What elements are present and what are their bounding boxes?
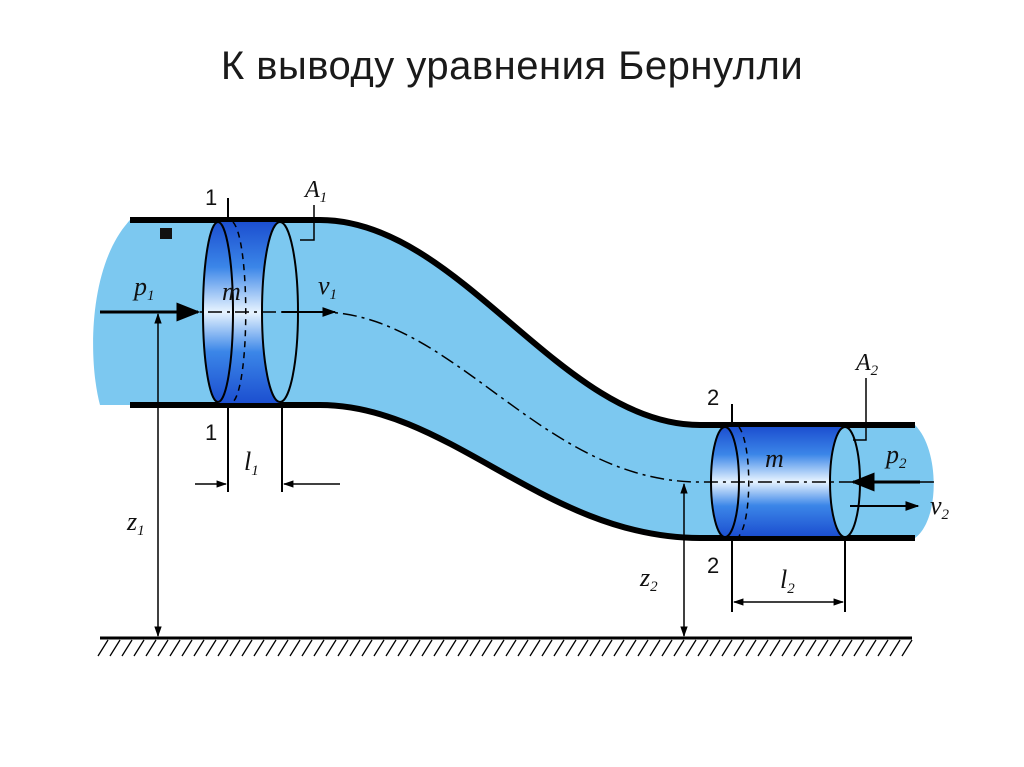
mass1-label: m	[222, 277, 241, 306]
hatch-stroke	[229, 639, 241, 657]
area2-label: A2	[854, 350, 879, 379]
hatch-stroke	[793, 639, 805, 657]
hatch-stroke	[829, 639, 841, 657]
ground-hatching	[97, 639, 913, 657]
hatch-stroke	[697, 639, 709, 657]
hatch-stroke	[769, 639, 781, 657]
hatch-stroke	[157, 639, 169, 657]
hatch-stroke	[397, 639, 409, 657]
slide-title: К выводу уравнения Бернулли	[220, 44, 804, 88]
hatch-stroke	[733, 639, 745, 657]
hatch-stroke	[721, 639, 733, 657]
hatch-stroke	[541, 639, 553, 657]
hatch-stroke	[289, 639, 301, 657]
pipe-top-wall	[130, 217, 915, 428]
pressure2-label: p2	[884, 440, 907, 472]
length2-label: l2	[780, 565, 795, 597]
hatch-stroke	[553, 639, 565, 657]
hatch-stroke	[349, 639, 361, 657]
hatch-stroke	[685, 639, 697, 657]
hatch-stroke	[469, 639, 481, 657]
hatch-stroke	[805, 639, 817, 657]
hatch-stroke	[877, 639, 889, 657]
length1-label: l1	[244, 447, 259, 479]
hatch-stroke	[265, 639, 277, 657]
hatch-stroke	[637, 639, 649, 657]
height2-label: z2	[639, 563, 658, 595]
hatch-stroke	[673, 639, 685, 657]
hatch-stroke	[625, 639, 637, 657]
hatch-stroke	[421, 639, 433, 657]
hatch-stroke	[385, 639, 397, 657]
hatch-stroke	[133, 639, 145, 657]
area1-leader	[300, 205, 315, 241]
hatch-stroke	[517, 639, 529, 657]
hatch-stroke	[529, 639, 541, 657]
hatch-stroke	[97, 639, 109, 657]
hatch-stroke	[373, 639, 385, 657]
hatch-stroke	[613, 639, 625, 657]
section2-top-label: 2	[707, 385, 719, 410]
hatch-stroke	[433, 639, 445, 657]
hatch-stroke	[661, 639, 673, 657]
hatch-stroke	[301, 639, 313, 657]
height1-label: z1	[126, 507, 145, 539]
hatch-stroke	[745, 639, 757, 657]
hatch-stroke	[325, 639, 337, 657]
hatch-stroke	[169, 639, 181, 657]
hatch-stroke	[481, 639, 493, 657]
hatch-stroke	[109, 639, 121, 657]
area2-leader	[853, 378, 867, 441]
pipe-centerline	[100, 311, 935, 483]
hatch-stroke	[601, 639, 613, 657]
section1-bottom-label: 1	[205, 420, 217, 445]
area1-label: A1	[303, 177, 327, 206]
hatch-stroke	[217, 639, 229, 657]
hatch-stroke	[457, 639, 469, 657]
hatch-stroke	[241, 639, 253, 657]
hatch-stroke	[577, 639, 589, 657]
hatch-stroke	[445, 639, 457, 657]
hatch-stroke	[757, 639, 769, 657]
hatch-stroke	[337, 639, 349, 657]
pipe-bottom-wall	[130, 402, 915, 541]
hatch-stroke	[409, 639, 421, 657]
hatch-stroke	[817, 639, 829, 657]
hatch-stroke	[277, 639, 289, 657]
hatch-stroke	[205, 639, 217, 657]
hatch-stroke	[781, 639, 793, 657]
section1-top-label: 1	[205, 185, 217, 210]
marker-square	[160, 228, 172, 239]
velocity2-label: v2	[930, 491, 950, 523]
pressure1-label: p1	[132, 272, 155, 304]
velocity1-label: v1	[318, 271, 337, 303]
mass2-label: m	[765, 444, 784, 473]
hatch-stroke	[361, 639, 373, 657]
hatch-stroke	[121, 639, 133, 657]
hatch-stroke	[313, 639, 325, 657]
hatch-stroke	[589, 639, 601, 657]
hatch-stroke	[865, 639, 877, 657]
hatch-stroke	[649, 639, 661, 657]
hatch-stroke	[889, 639, 901, 657]
hatch-stroke	[493, 639, 505, 657]
hatch-stroke	[193, 639, 205, 657]
hatch-stroke	[841, 639, 853, 657]
hatch-stroke	[853, 639, 865, 657]
hatch-stroke	[901, 639, 913, 657]
hatch-stroke	[505, 639, 517, 657]
hatch-stroke	[145, 639, 157, 657]
hatch-stroke	[253, 639, 265, 657]
hatch-stroke	[565, 639, 577, 657]
hatch-stroke	[709, 639, 721, 657]
hatch-stroke	[181, 639, 193, 657]
section2-bottom-label: 2	[707, 553, 719, 578]
